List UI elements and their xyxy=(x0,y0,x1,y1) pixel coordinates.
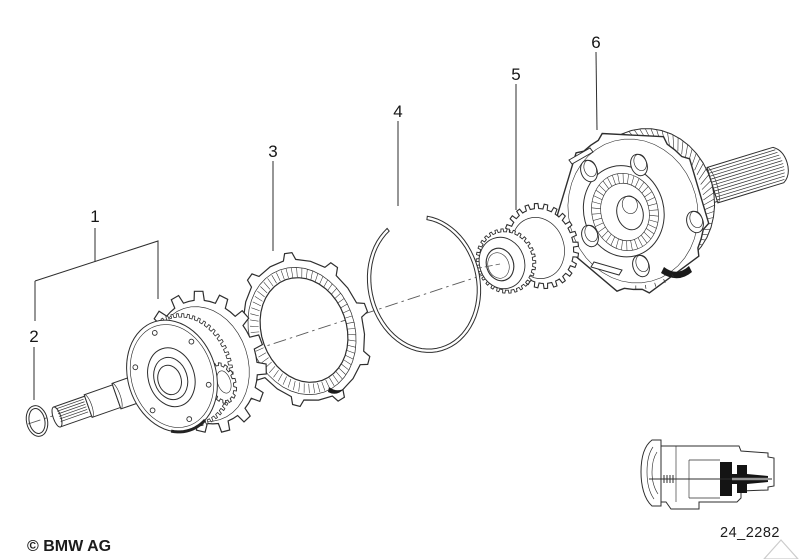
corner-watermark-triangle xyxy=(763,539,799,559)
shaft-step-arc-a xyxy=(84,394,94,418)
shaft-spline-hatch xyxy=(707,149,785,201)
callout-label-6: 6 xyxy=(591,33,600,52)
disc-bolt-hole-4 xyxy=(186,416,193,422)
callout-label-4: 4 xyxy=(393,102,402,121)
shaft-spline-lines xyxy=(707,149,785,201)
carrier-rivet-hole-5 xyxy=(686,210,704,234)
shaft-tip-spline-hatch xyxy=(56,398,89,422)
carrier-rivet-hole-1 xyxy=(580,159,598,183)
inset-internal-lines xyxy=(675,446,720,502)
disc-bolt-hole-3 xyxy=(205,381,212,388)
disc-bore xyxy=(157,364,182,396)
transmission-location-inset xyxy=(640,439,775,510)
rivet-hole-lip xyxy=(633,153,647,172)
part-planet-carrier-with-output-shaft xyxy=(556,128,789,294)
center-axis-into-bore xyxy=(473,263,501,270)
carrier-spline-inner xyxy=(600,182,650,242)
disc-bolt-hole-1 xyxy=(151,330,158,336)
leader-line-6 xyxy=(595,51,598,131)
callout-label-5: 5 xyxy=(511,65,520,84)
callout-label-3: 3 xyxy=(268,142,277,161)
shaft-step-arc-b xyxy=(111,383,123,410)
disc-bolt-holes xyxy=(132,330,212,422)
carrier-slot-lower-left xyxy=(590,261,623,276)
carrier-recess-edge xyxy=(582,165,665,258)
snap-ring-body xyxy=(366,215,482,353)
inset-bell-curve-2 xyxy=(651,451,659,495)
disc-inner-rim xyxy=(129,324,215,428)
shaft-tip-spline-lines xyxy=(56,398,89,422)
copyright-notice: © BMW AG xyxy=(27,538,111,555)
carrier-internal-splines xyxy=(591,173,659,251)
ring-gear-shadow-sliver xyxy=(328,387,345,394)
rivet-hole-lip xyxy=(689,210,703,229)
carrier-bore xyxy=(616,195,644,231)
carrier-rivet-hole-2 xyxy=(630,153,648,177)
drawing-number: 24_2282 xyxy=(720,525,780,541)
carrier-rivet-holes xyxy=(580,153,704,278)
carrier-rivet-hole-3 xyxy=(581,224,599,248)
rivet-hole-lip xyxy=(635,254,649,273)
carrier-slot-upper-left xyxy=(568,147,594,165)
disc-bottom-dark-edge xyxy=(170,418,207,434)
drum-front-disc xyxy=(126,319,218,433)
carrier-inner-shaft-end xyxy=(621,195,638,214)
carrier-spline-teeth xyxy=(591,173,659,251)
carrier-bottom-teeth xyxy=(635,274,675,290)
shaft-splined-section xyxy=(706,146,789,204)
carrier-rivet-hole-4 xyxy=(632,254,650,278)
disc-hub-ring xyxy=(153,356,189,401)
inset-bell-curve-1 xyxy=(646,446,655,500)
disc-bottom-shadow xyxy=(170,418,207,434)
disc-bolt-hole-6 xyxy=(132,364,139,371)
part-sun-gear xyxy=(473,202,580,294)
seal-ring-outer xyxy=(25,405,49,437)
disc-bolt-hole-5 xyxy=(149,407,156,414)
leader-line-1 xyxy=(34,228,159,321)
rivet-hole-lip xyxy=(584,224,598,243)
sun-gear-body xyxy=(475,202,580,294)
carrier-bottom-teeth-ticks xyxy=(635,274,675,290)
carrier-plate-inner-contour xyxy=(567,138,699,284)
rivet-hole-lip xyxy=(583,159,597,178)
ring-gear-internal-teeth xyxy=(249,267,357,394)
seal-ring-inner xyxy=(28,408,46,434)
part-snap-ring xyxy=(366,215,482,353)
sun-bore-inner xyxy=(487,252,510,279)
carrier-shadow-sliver xyxy=(661,266,692,279)
part-gear-drum-with-shaft xyxy=(51,290,267,434)
sun-bore xyxy=(485,247,515,282)
callout-label-1: 1 xyxy=(90,207,99,226)
callout-label-2: 2 xyxy=(29,327,38,346)
inset-bell-housing xyxy=(640,439,662,507)
disc-bolt-hole-2 xyxy=(188,338,195,345)
inset-input-spline-ticks xyxy=(660,475,674,483)
part-seal-ring xyxy=(25,405,49,437)
